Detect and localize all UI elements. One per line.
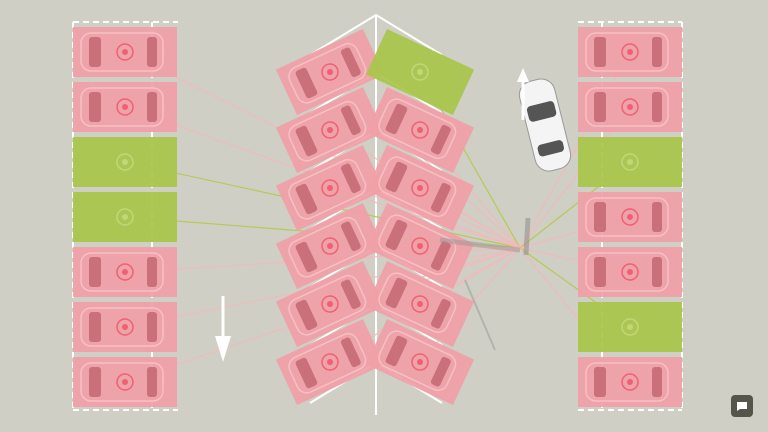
sensor-target-icon bbox=[621, 153, 639, 171]
sensor-target-icon bbox=[621, 43, 639, 61]
center-right-spot-occupied bbox=[365, 261, 475, 347]
car-icon bbox=[378, 156, 457, 218]
moving-car-icon bbox=[518, 78, 572, 172]
sensor-target-icon bbox=[411, 237, 429, 255]
car-icon bbox=[288, 100, 367, 162]
right-spot-occupied bbox=[578, 357, 682, 407]
left-spot-occupied bbox=[73, 302, 177, 352]
sensor-target-icon bbox=[116, 153, 134, 171]
center-right-spot-occupied bbox=[365, 319, 475, 405]
left-spot-occupied bbox=[73, 247, 177, 297]
car-icon bbox=[585, 252, 669, 292]
sensor-target-icon bbox=[411, 121, 429, 139]
car-icon bbox=[378, 330, 457, 392]
chat-icon bbox=[737, 401, 747, 411]
sensor-target-icon bbox=[321, 179, 339, 197]
center-left-spot-occupied bbox=[275, 203, 385, 289]
car-icon bbox=[288, 274, 367, 336]
right-spot-occupied bbox=[578, 192, 682, 242]
car-icon bbox=[288, 158, 367, 220]
center-right-spot-occupied bbox=[365, 145, 475, 231]
car-icon bbox=[80, 87, 164, 127]
car-icon bbox=[378, 98, 457, 160]
sensor-target-icon bbox=[321, 63, 339, 81]
center-left-spot-occupied bbox=[275, 319, 385, 405]
left-spot-occupied bbox=[73, 82, 177, 132]
car-icon bbox=[288, 216, 367, 278]
left-spot-free bbox=[73, 137, 177, 187]
sensor-target-icon bbox=[411, 63, 429, 81]
right-spot-occupied bbox=[578, 247, 682, 297]
sensor-target-icon bbox=[116, 43, 134, 61]
car-icon bbox=[288, 332, 367, 394]
car-icon bbox=[585, 32, 669, 72]
sensor-target-icon bbox=[621, 208, 639, 226]
parking-spots bbox=[73, 27, 682, 407]
sensor-target-icon bbox=[411, 179, 429, 197]
sensor-target-icon bbox=[321, 295, 339, 313]
arrow-up-icon bbox=[517, 68, 529, 120]
center-left-spot-occupied bbox=[275, 29, 385, 115]
sensor-target-icon bbox=[621, 373, 639, 391]
car-icon bbox=[585, 362, 669, 402]
sensor-target-icon bbox=[411, 295, 429, 313]
car-icon bbox=[80, 252, 164, 292]
center-right-spot-occupied bbox=[365, 203, 475, 289]
center-right-spot-free bbox=[365, 29, 475, 115]
chat-button[interactable] bbox=[731, 395, 753, 417]
center-left-spot-occupied bbox=[275, 87, 385, 173]
right-spot-free bbox=[578, 137, 682, 187]
sensor-target-icon bbox=[621, 98, 639, 116]
sensor-target-icon bbox=[116, 318, 134, 336]
car-icon bbox=[585, 197, 669, 237]
right-spot-occupied bbox=[578, 82, 682, 132]
car-icon bbox=[80, 32, 164, 72]
car-icon bbox=[585, 87, 669, 127]
arrow-down-icon bbox=[215, 296, 231, 362]
car-icon bbox=[80, 307, 164, 347]
sensor-target-icon bbox=[116, 98, 134, 116]
sensor-target-icon bbox=[116, 263, 134, 281]
sensor-pole bbox=[439, 217, 531, 351]
sensor-target-icon bbox=[621, 318, 639, 336]
sensor-target-icon bbox=[321, 121, 339, 139]
car-icon bbox=[80, 362, 164, 402]
sensor-target-icon bbox=[116, 208, 134, 226]
right-spot-occupied bbox=[578, 27, 682, 77]
center-left-spot-occupied bbox=[275, 261, 385, 347]
car-icon bbox=[288, 42, 367, 104]
car-icon bbox=[378, 272, 457, 334]
right-spot-free bbox=[578, 302, 682, 352]
center-right-spot-occupied bbox=[365, 87, 475, 173]
left-spot-free bbox=[73, 192, 177, 242]
sensor-target-icon bbox=[321, 353, 339, 371]
chevron-line bbox=[309, 13, 443, 56]
left-spot-occupied bbox=[73, 357, 177, 407]
center-left-spot-occupied bbox=[275, 145, 385, 231]
sensor-target-icon bbox=[321, 237, 339, 255]
left-spot-occupied bbox=[73, 27, 177, 77]
sensor-target-icon bbox=[116, 373, 134, 391]
car-icon bbox=[378, 214, 457, 276]
sensor-target-icon bbox=[411, 353, 429, 371]
sensor-target-icon bbox=[621, 263, 639, 281]
